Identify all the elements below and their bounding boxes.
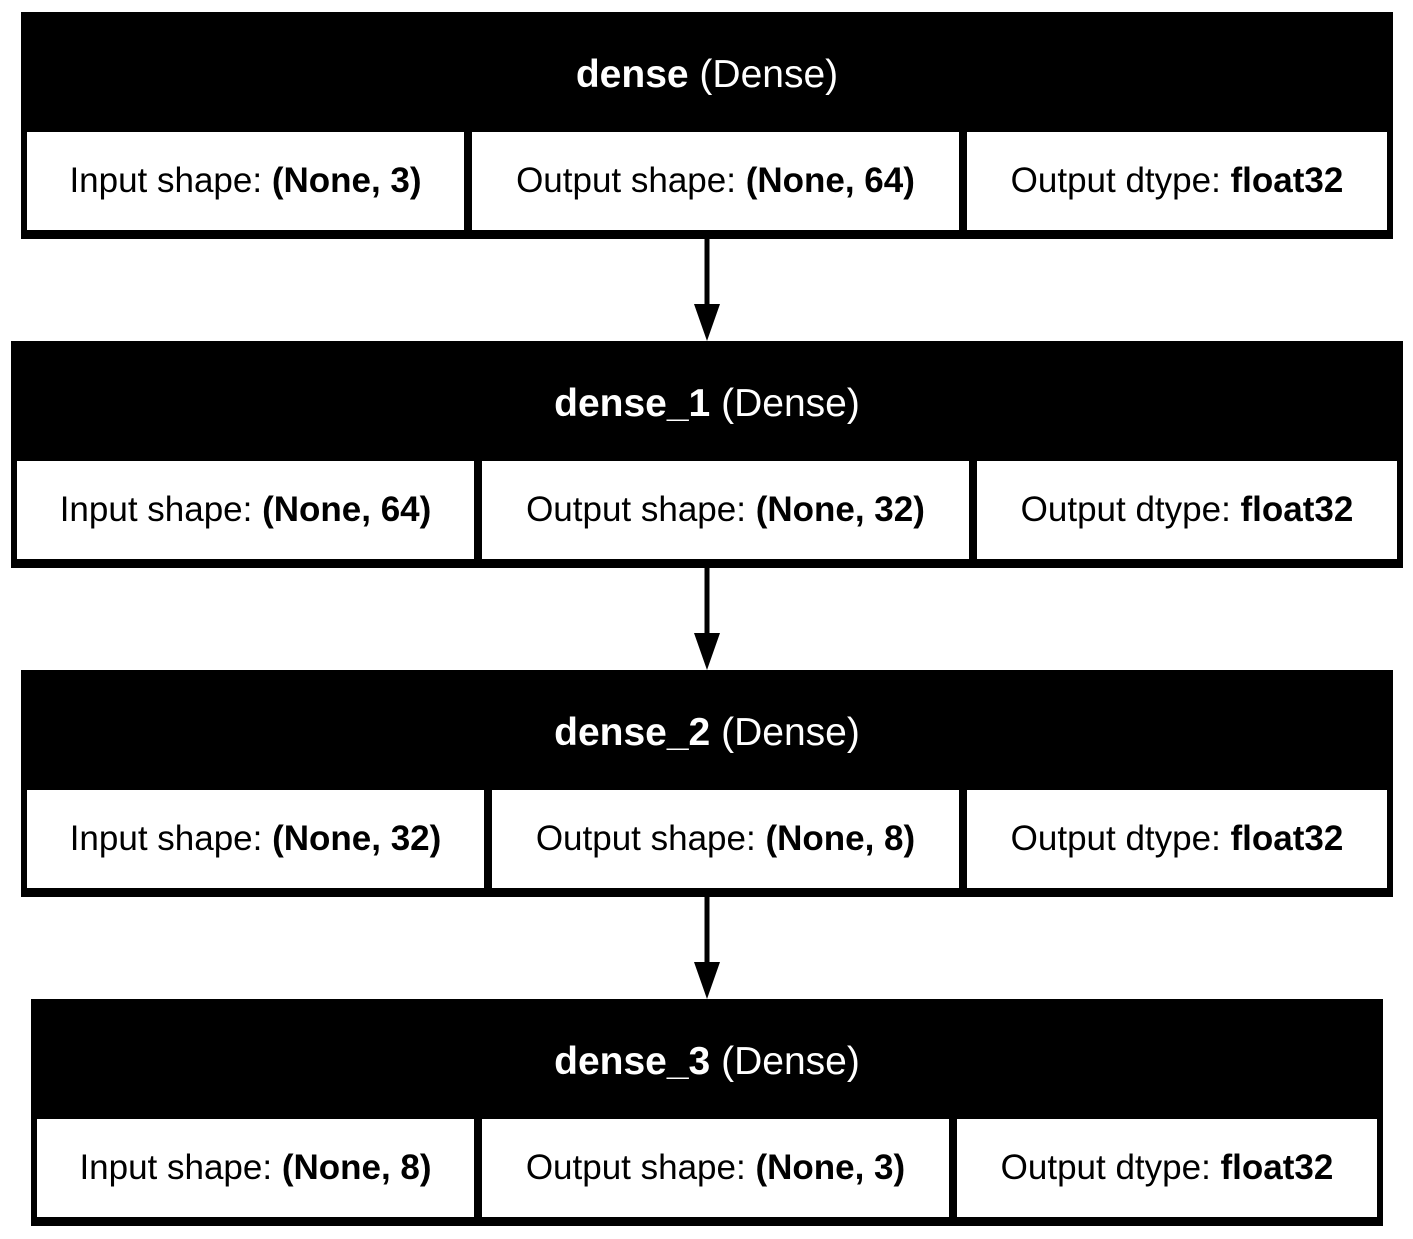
layer-name: dense_2 bbox=[554, 711, 711, 754]
output-shape-cell: Output shape: (None, 32) bbox=[482, 461, 969, 559]
edge-dense-2-to-dense-3 bbox=[694, 897, 720, 999]
input-shape-label: Input shape: bbox=[69, 161, 263, 200]
edge-dense-1-to-dense-2 bbox=[694, 568, 720, 670]
input-shape-value: (None, 3) bbox=[271, 161, 422, 200]
output-dtype-value: float32 bbox=[1220, 1148, 1334, 1187]
input-shape-value: (None, 32) bbox=[272, 819, 442, 858]
input-shape-value: (None, 8) bbox=[281, 1148, 432, 1187]
output-shape-value: (None, 32) bbox=[755, 490, 925, 529]
layer-node-dense-2: dense_2 (Dense) Input shape: (None, 32) … bbox=[21, 670, 1393, 897]
edge-dense-to-dense-1 bbox=[694, 239, 720, 341]
arrowhead-icon bbox=[694, 633, 720, 670]
output-dtype-label: Output dtype: bbox=[1010, 819, 1221, 858]
arrowhead-icon bbox=[694, 304, 720, 341]
output-dtype-value: float32 bbox=[1230, 819, 1344, 858]
layer-header: dense (Dense) bbox=[27, 18, 1387, 132]
output-shape-label: Output shape: bbox=[516, 161, 736, 200]
output-dtype-label: Output dtype: bbox=[1010, 161, 1221, 200]
output-shape-cell: Output shape: (None, 8) bbox=[492, 790, 959, 888]
layer-type: (Dense) bbox=[699, 53, 839, 96]
output-shape-value: (None, 64) bbox=[745, 161, 915, 200]
output-shape-cell: Output shape: (None, 64) bbox=[472, 132, 959, 230]
output-shape-label: Output shape: bbox=[526, 490, 746, 529]
arrowhead-icon bbox=[694, 962, 720, 999]
output-dtype-cell: Output dtype: float32 bbox=[967, 132, 1387, 230]
output-dtype-label: Output dtype: bbox=[1020, 490, 1231, 529]
layer-node-dense-3: dense_3 (Dense) Input shape: (None, 8) O… bbox=[31, 999, 1383, 1226]
layer-header: dense_1 (Dense) bbox=[17, 347, 1397, 461]
output-dtype-cell: Output dtype: float32 bbox=[977, 461, 1397, 559]
input-shape-value: (None, 64) bbox=[262, 490, 432, 529]
input-shape-cell: Input shape: (None, 64) bbox=[17, 461, 474, 559]
layer-type: (Dense) bbox=[721, 382, 860, 425]
output-dtype-cell: Output dtype: float32 bbox=[967, 790, 1387, 888]
layer-type: (Dense) bbox=[721, 711, 860, 754]
input-shape-label: Input shape: bbox=[79, 1148, 273, 1187]
output-shape-label: Output shape: bbox=[535, 819, 756, 858]
input-shape-cell: Input shape: (None, 32) bbox=[27, 790, 484, 888]
layer-header: dense_3 (Dense) bbox=[37, 1005, 1377, 1119]
layer-name: dense_3 bbox=[554, 1040, 711, 1083]
output-shape-label: Output shape: bbox=[525, 1148, 746, 1187]
output-shape-value: (None, 8) bbox=[765, 819, 916, 858]
input-shape-label: Input shape: bbox=[59, 490, 253, 529]
output-dtype-label: Output dtype: bbox=[1000, 1148, 1211, 1187]
output-dtype-value: float32 bbox=[1240, 490, 1354, 529]
layer-node-dense: dense (Dense) Input shape: (None, 3) Out… bbox=[21, 12, 1393, 239]
layer-header: dense_2 (Dense) bbox=[27, 676, 1387, 790]
input-shape-label: Input shape: bbox=[69, 819, 263, 858]
layer-name: dense bbox=[575, 53, 689, 96]
layer-node-dense-1: dense_1 (Dense) Input shape: (None, 64) … bbox=[11, 341, 1403, 568]
output-dtype-cell: Output dtype: float32 bbox=[957, 1119, 1377, 1217]
layer-name: dense_1 bbox=[554, 382, 711, 425]
input-shape-cell: Input shape: (None, 8) bbox=[37, 1119, 474, 1217]
output-shape-cell: Output shape: (None, 3) bbox=[482, 1119, 949, 1217]
output-shape-value: (None, 3) bbox=[755, 1148, 906, 1187]
input-shape-cell: Input shape: (None, 3) bbox=[27, 132, 464, 230]
output-dtype-value: float32 bbox=[1230, 161, 1344, 200]
layer-type: (Dense) bbox=[721, 1040, 860, 1083]
